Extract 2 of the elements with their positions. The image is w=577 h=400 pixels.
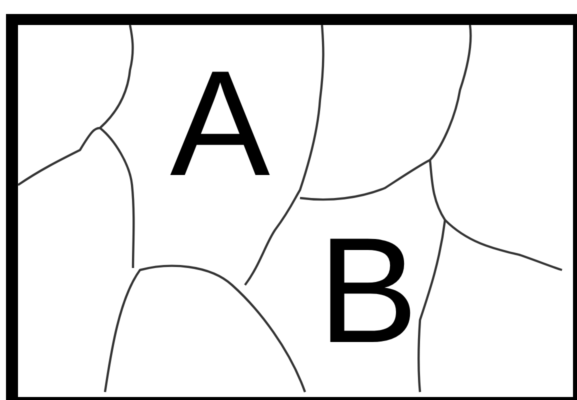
region-label: A [170,48,270,198]
region-label: B [318,215,418,365]
